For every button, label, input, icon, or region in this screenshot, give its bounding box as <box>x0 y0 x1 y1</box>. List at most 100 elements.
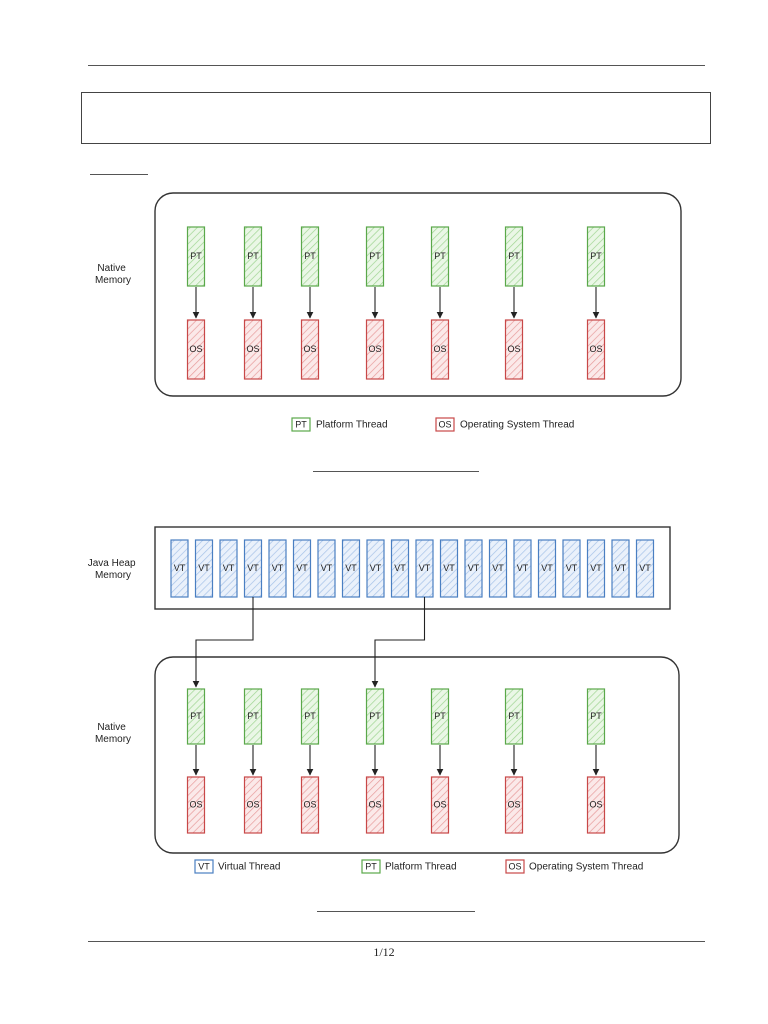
platform-thread-box <box>504 688 524 745</box>
os-thread-box <box>243 776 263 834</box>
platform-thread: PT <box>186 226 206 287</box>
virtual-thread-label: VT <box>443 563 455 573</box>
virtual-thread-box <box>586 539 606 598</box>
os-thread: OS <box>186 776 206 834</box>
header-rule <box>88 65 705 66</box>
virtual-thread: VT <box>268 539 287 598</box>
virtual-thread: VT <box>194 539 214 598</box>
os-thread-box <box>365 319 385 380</box>
legend-text: Virtual Thread <box>218 862 280 873</box>
os-thread: OS <box>300 319 320 380</box>
os-thread-label: OS <box>246 344 259 354</box>
virtual-thread-label: VT <box>468 563 480 573</box>
virtual-thread-box <box>513 539 532 598</box>
platform-thread-box <box>430 226 450 287</box>
platform-thread: PT <box>586 688 606 745</box>
virtual-thread-label: VT <box>345 563 357 573</box>
platform-thread-box <box>300 688 320 745</box>
legend-tag: PT <box>295 419 307 429</box>
os-thread-label: OS <box>589 799 602 809</box>
os-thread: OS <box>300 776 320 834</box>
os-thread-label: OS <box>507 344 520 354</box>
os-thread-label: OS <box>589 344 602 354</box>
platform-thread-label: PT <box>369 711 381 721</box>
virtual-thread-label: VT <box>321 563 333 573</box>
java-heap-frame <box>154 526 671 610</box>
platform-thread: PT <box>430 226 450 287</box>
os-thread-box <box>300 776 320 834</box>
virtual-thread-label: VT <box>615 563 627 573</box>
virtual-thread-label: VT <box>541 563 553 573</box>
virtual-thread-label: VT <box>198 563 210 573</box>
virtual-thread-label: VT <box>223 563 235 573</box>
platform-thread: PT <box>504 688 524 745</box>
os-thread: OS <box>186 319 206 380</box>
virtual-thread: VT <box>562 539 581 598</box>
virtual-thread: VT <box>292 539 312 598</box>
os-thread-box <box>300 319 320 380</box>
virtual-thread-box <box>194 539 214 598</box>
mount-connectors <box>192 597 426 688</box>
legend-swatch <box>291 417 311 432</box>
native-memory-label: Native Memory <box>95 263 131 286</box>
page-number: 1/12 <box>373 945 395 959</box>
native-memory-frame <box>154 192 682 397</box>
platform-thread: PT <box>243 688 263 745</box>
platform-thread-box <box>586 226 606 287</box>
platform-thread: PT <box>586 226 606 287</box>
virtual-thread: VT <box>464 539 483 598</box>
platform-thread: PT <box>300 688 320 745</box>
platform-thread-label: PT <box>190 251 202 261</box>
os-thread-label: OS <box>368 799 381 809</box>
mount-connector <box>192 597 254 688</box>
platform-thread-box <box>300 226 320 287</box>
section-underline <box>90 174 148 175</box>
virtual-thread-label: VT <box>419 563 431 573</box>
virtual-thread: VT <box>390 539 410 598</box>
os-thread: OS <box>586 319 606 380</box>
platform-thread-label: PT <box>190 711 202 721</box>
native-memory-label: Native Memory <box>95 722 131 745</box>
legend-tag: PT <box>365 861 377 871</box>
os-thread-label: OS <box>189 799 202 809</box>
os-thread-box <box>504 319 524 380</box>
platform-thread-label: PT <box>304 251 316 261</box>
os-thread: OS <box>365 776 385 834</box>
os-thread-box <box>586 776 606 834</box>
os-thread: OS <box>504 776 524 834</box>
virtual-thread-label: VT <box>394 563 406 573</box>
platform-thread: PT <box>365 688 385 745</box>
virtual-thread-label: VT <box>272 563 284 573</box>
platform-thread-label: PT <box>247 711 259 721</box>
native-memory-frame <box>154 656 680 854</box>
legend-text: Platform Thread <box>385 862 457 873</box>
caption-line-1 <box>313 471 479 472</box>
platform-thread: PT <box>186 688 206 745</box>
os-thread-label: OS <box>303 344 316 354</box>
virtual-thread: VT <box>513 539 532 598</box>
virtual-thread-box <box>292 539 312 598</box>
legend-swatch <box>505 859 525 874</box>
platform-thread-box <box>586 688 606 745</box>
virtual-thread-box <box>341 539 361 598</box>
os-thread-label: OS <box>189 344 202 354</box>
java-heap-label: Java Heap Memory <box>88 558 139 581</box>
platform-thread: PT <box>243 226 263 287</box>
os-thread: OS <box>504 319 524 380</box>
platform-thread-label: PT <box>434 711 446 721</box>
virtual-thread-label: VT <box>296 563 308 573</box>
virtual-thread: VT <box>341 539 361 598</box>
legend-text: Operating System Thread <box>460 420 574 431</box>
virtual-thread: VT <box>635 539 655 598</box>
virtual-thread-box <box>219 539 238 598</box>
virtual-thread-label: VT <box>370 563 382 573</box>
os-thread-box <box>186 319 206 380</box>
legend-text: Platform Thread <box>316 420 388 431</box>
platform-thread-box <box>186 688 206 745</box>
platform-thread: PT <box>504 226 524 287</box>
platform-thread-box <box>365 226 385 287</box>
